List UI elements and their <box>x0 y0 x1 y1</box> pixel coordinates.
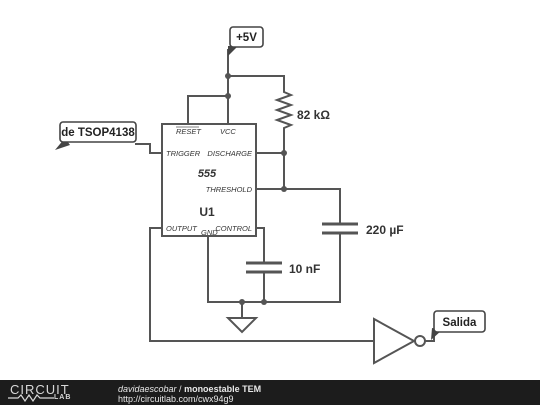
resistor-82k[interactable]: 82 kΩ <box>274 88 330 134</box>
schematic-canvas: 82 kΩ 220 µF 10 nF RESET VCC TRIGGER DIS… <box>55 26 486 365</box>
pin-label-output: OUTPUT <box>166 224 198 233</box>
trigger-source-flag[interactable]: de TSOP4138 <box>55 121 137 150</box>
ground-icon <box>225 317 259 334</box>
circuitlab-logo-word[interactable]: CIRCUIT <box>10 382 70 397</box>
junction-dot <box>261 299 267 305</box>
chip-reference: U1 <box>199 205 215 219</box>
chip-name: 555 <box>198 168 217 180</box>
inverter-bubble <box>414 335 426 347</box>
credit-separator: / <box>176 384 185 394</box>
output-flag-label: Salida <box>443 317 477 329</box>
flag-box <box>59 121 137 143</box>
author-link[interactable]: davidaescobar <box>118 384 177 394</box>
inverter-triangle <box>373 317 417 365</box>
capacitor-220uf[interactable]: 220 µF <box>322 222 404 237</box>
resistor-logo-icon <box>8 394 54 402</box>
pin-label-gnd: GND <box>201 228 218 237</box>
supply-flag[interactable]: +5V <box>228 26 264 56</box>
output-flag[interactable]: Salida <box>431 310 486 340</box>
resistor-value-label: 82 kΩ <box>297 108 330 122</box>
resistor-zigzag <box>274 88 294 134</box>
footer-bar: CIRCUIT LAB davidaescobar / monoestable … <box>0 380 540 405</box>
inverter-gate[interactable] <box>373 317 426 365</box>
wires <box>135 49 435 342</box>
pin-label-vcc: VCC <box>220 127 236 136</box>
chip-body <box>161 123 257 237</box>
pin-label-control: CONTROL <box>215 224 252 233</box>
junction-dot <box>281 186 287 192</box>
timer-555-chip[interactable]: RESET VCC TRIGGER DISCHARGE 555 THRESHOL… <box>161 123 257 237</box>
flag-box <box>229 26 264 48</box>
flag-shadow <box>228 46 238 56</box>
timing-capacitor-value-label: 220 µF <box>366 223 404 237</box>
credit-line: davidaescobar / monoestable TEM <box>118 384 261 394</box>
pin-label-reset: RESET <box>176 127 202 136</box>
junction-dot <box>239 299 245 305</box>
junction-dot <box>225 93 231 99</box>
circuit-url-link[interactable]: http://circuitlab.com/cwx94g9 <box>118 394 234 404</box>
circuitlab-logo-sub: LAB <box>54 394 72 401</box>
pin-label-threshold: THRESHOLD <box>206 185 253 194</box>
supply-flag-label: +5V <box>236 32 257 44</box>
junction-dot <box>281 150 287 156</box>
circuit-title: monoestable TEM <box>184 384 262 394</box>
capacitor-10nf[interactable]: 10 nF <box>246 261 320 276</box>
junctions <box>225 73 287 305</box>
trigger-source-label: de TSOP4138 <box>61 127 135 139</box>
pin-label-discharge: DISCHARGE <box>207 149 253 158</box>
control-capacitor-value-label: 10 nF <box>289 262 320 276</box>
junction-dot <box>225 73 231 79</box>
flag-box <box>433 310 486 333</box>
pin-label-trigger: TRIGGER <box>166 149 201 158</box>
